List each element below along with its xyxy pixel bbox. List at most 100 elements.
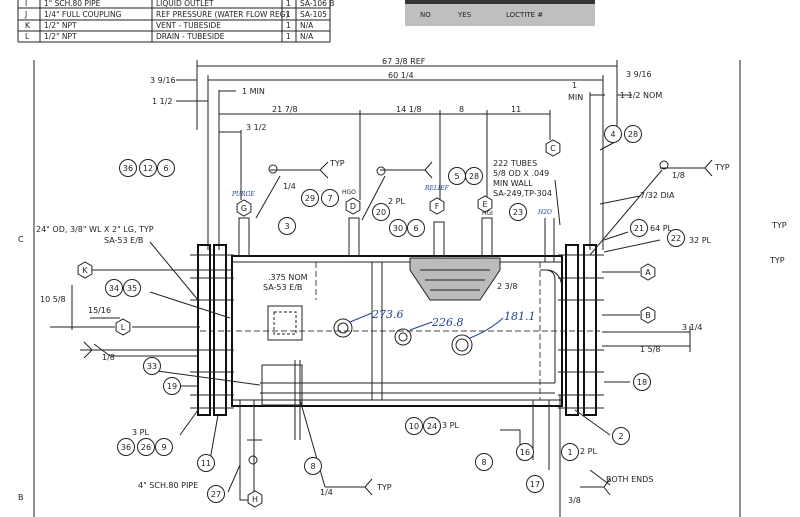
dim-overall-ref: 67 3/8 REF bbox=[382, 57, 426, 66]
dim-inner: 60 1/4 bbox=[388, 71, 414, 80]
hex-nozzle-label: L bbox=[121, 323, 126, 332]
title-loctite: LOCTITE # bbox=[506, 11, 543, 19]
hand-purge: PURGE bbox=[231, 191, 255, 198]
balloon-circle bbox=[633, 373, 651, 391]
balloon-label: 35 bbox=[127, 284, 137, 293]
balloon-label: 20 bbox=[376, 208, 386, 217]
balloon-circle bbox=[137, 438, 155, 456]
top-nozzles bbox=[238, 217, 493, 257]
balloon-label: 2 bbox=[618, 432, 623, 441]
hex-nozzle-label: G bbox=[241, 204, 247, 213]
note-both-ends: BOTH ENDS bbox=[606, 475, 653, 484]
balloon-label: 11 bbox=[201, 459, 211, 468]
note-nom-2: SA-53 E/B bbox=[263, 283, 302, 292]
row-l-size: 1/2" NPT bbox=[44, 32, 77, 41]
row-k-desc: VENT - TUBESIDE bbox=[156, 21, 221, 30]
title-yes: YES bbox=[457, 11, 472, 19]
balloon-label: 33 bbox=[147, 362, 157, 371]
balloon-label: 6 bbox=[163, 164, 168, 173]
balloon-label: 28 bbox=[469, 172, 479, 181]
row-k-spec: N/A bbox=[300, 21, 314, 30]
note-hgo: HGO bbox=[342, 189, 356, 196]
row-i-size: 1" SCH.80 PIPE bbox=[44, 0, 101, 8]
hand-value-3: 181.1 bbox=[504, 310, 536, 323]
hex-nozzle-marker bbox=[545, 139, 561, 157]
weld-all-around-3 bbox=[659, 160, 669, 170]
weld-all-around-1 bbox=[268, 164, 278, 174]
row-i-spec: SA-106 B bbox=[300, 0, 334, 8]
balloon-label: 8 bbox=[310, 462, 315, 471]
note-pipe4: 4" SCH.80 PIPE bbox=[138, 481, 198, 490]
typ-right-2: TYP bbox=[769, 256, 785, 265]
balloon-circle bbox=[516, 443, 534, 461]
title-block-fragment: NO YES LOCTITE # bbox=[405, 0, 595, 26]
balloon-circle bbox=[667, 229, 685, 247]
balloon-circle bbox=[163, 377, 181, 395]
dim-nom-right: 1 1/2 NOM bbox=[620, 91, 662, 100]
note-2pl-bottom: 2 PL bbox=[580, 447, 597, 456]
balloon-label: 23 bbox=[513, 208, 523, 217]
row-j-desc: REF PRESSURE (WATER FLOW REG) bbox=[156, 10, 289, 19]
right-tube-sheet bbox=[544, 218, 604, 416]
hex-nozzle-label: K bbox=[82, 266, 88, 275]
dim-right-h1: 3 1/4 bbox=[682, 323, 703, 332]
hex-nozzle-marker bbox=[247, 490, 263, 508]
hex-nozzle-label: C bbox=[550, 144, 556, 153]
hex-nozzle-label: F bbox=[435, 202, 440, 211]
row-k-mark: K bbox=[25, 21, 31, 30]
balloon-circle bbox=[612, 427, 630, 445]
balloon-circle bbox=[207, 485, 225, 503]
hand-relief: RELIEF bbox=[424, 185, 450, 192]
dim-right-h2: 1 5/8 bbox=[640, 345, 661, 354]
hand-value-1: 273.6 bbox=[371, 308, 404, 321]
row-j-qty: 1 bbox=[286, 10, 291, 19]
balloon-label: 28 bbox=[628, 130, 638, 139]
dim-right-offset: 3 9/16 bbox=[626, 70, 652, 79]
balloon-label: 4 bbox=[610, 130, 615, 139]
dim-min-right: 1 bbox=[572, 81, 577, 90]
parts-table-text: I 1" SCH.80 PIPE LIQUID OUTLET 1 SA-106 … bbox=[24, 0, 334, 41]
hand-h2o: H2O bbox=[537, 209, 552, 216]
row-i-mark: I bbox=[25, 0, 27, 8]
bottom-pipes bbox=[239, 360, 561, 517]
hex-nozzle-marker bbox=[115, 318, 131, 336]
dim-span-b: 14 1/8 bbox=[396, 105, 422, 114]
balloon-circle bbox=[105, 279, 123, 297]
notes: 222 TUBES 5/8 OD X .049 MIN WALL SA-249,… bbox=[36, 159, 730, 505]
top-dimensions bbox=[176, 60, 632, 250]
balloon-circle bbox=[389, 219, 407, 237]
balloon-label: 30 bbox=[393, 224, 403, 233]
balloon-circle bbox=[117, 438, 135, 456]
balloon-label: 29 bbox=[305, 194, 315, 203]
note-tubes-1: 222 TUBES bbox=[493, 159, 537, 168]
hex-nozzle-marker bbox=[429, 197, 445, 215]
parts-table bbox=[17, 0, 331, 43]
balloon-circle bbox=[475, 453, 493, 471]
balloon-circle bbox=[407, 219, 425, 237]
balloon-circle bbox=[630, 219, 648, 237]
dim-gap: 2 3/8 bbox=[497, 282, 518, 291]
hex-nozzle-label: E bbox=[482, 200, 487, 209]
note-tubes-2: 5/8 OD X .049 bbox=[493, 169, 549, 178]
border-row-b: B bbox=[18, 493, 24, 502]
hex-nozzle-label: B bbox=[645, 311, 651, 320]
dim-left-offset: 3 9/16 bbox=[150, 76, 176, 85]
hand-value-2: 226.8 bbox=[431, 316, 464, 329]
dim-span-d: 11 bbox=[511, 105, 521, 114]
row-j-size: 1/4" FULL COUPLING bbox=[44, 10, 122, 19]
dim-bolt-edge: 3/8 bbox=[568, 496, 581, 505]
right-side-leaders bbox=[554, 141, 691, 486]
vessel-shell bbox=[200, 255, 600, 407]
top-dimension-text: 67 3/8 REF 60 1/4 3 9/16 3 9/16 1 MIN 1 … bbox=[150, 57, 662, 132]
balloon-circle bbox=[157, 159, 175, 177]
balloon-circle bbox=[197, 454, 215, 472]
balloon-label: 12 bbox=[143, 164, 153, 173]
note-weld-1-8-top: 1/8 bbox=[672, 171, 685, 180]
balloon-label: 26 bbox=[141, 443, 151, 452]
balloon-circle bbox=[123, 279, 141, 297]
dim-drain-offset: 15/16 bbox=[88, 306, 111, 315]
row-i-qty: 1 bbox=[286, 0, 291, 8]
dim-nom-left: 1 1/2 bbox=[152, 97, 173, 106]
row-i-desc: LIQUID OUTLET bbox=[156, 0, 214, 8]
